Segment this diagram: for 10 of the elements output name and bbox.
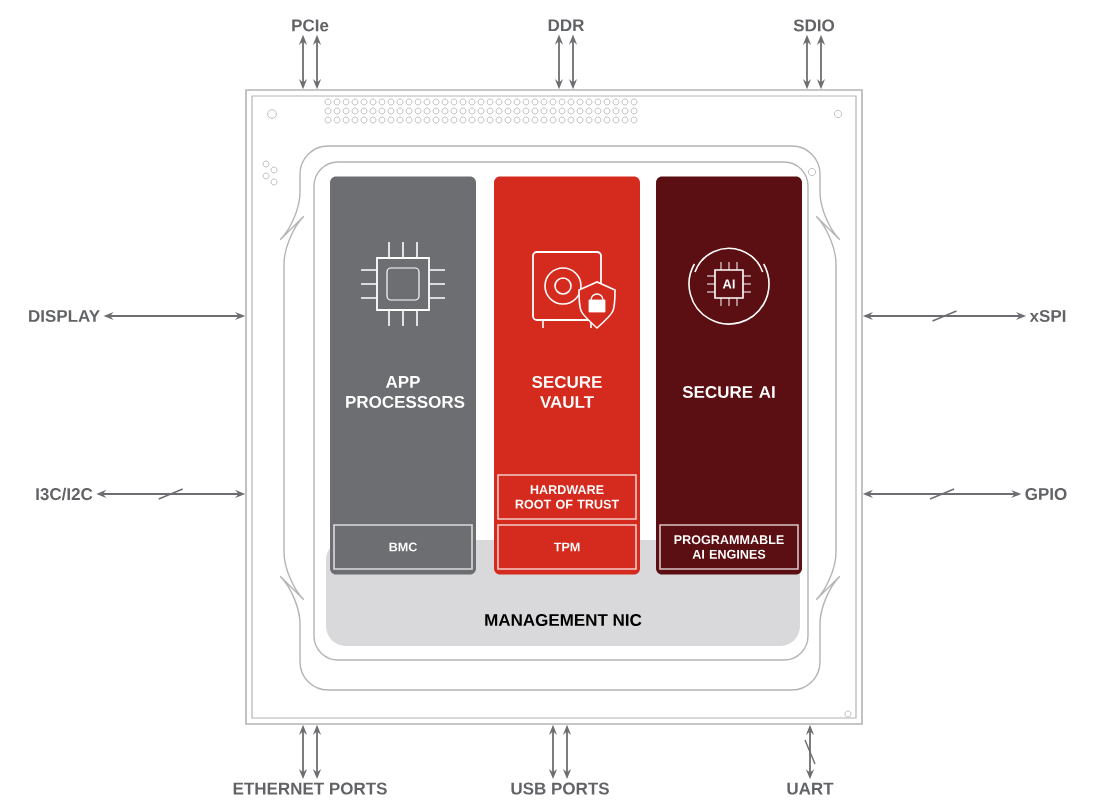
interface-label: SDIO [793, 19, 835, 32]
interface-label: DISPLAY [29, 310, 100, 322]
interface-label: xSPI [1029, 310, 1066, 322]
interface-label: PCIe [292, 19, 329, 32]
interface-label: UART [787, 782, 834, 795]
interface-label: I3C/I2C [36, 487, 93, 501]
interface-label: GPIO [1025, 488, 1067, 500]
interface-label: ETHERNET PORTS [233, 782, 387, 795]
interface-label: DDR [548, 19, 585, 32]
interface-label: USB PORTS [511, 782, 609, 795]
